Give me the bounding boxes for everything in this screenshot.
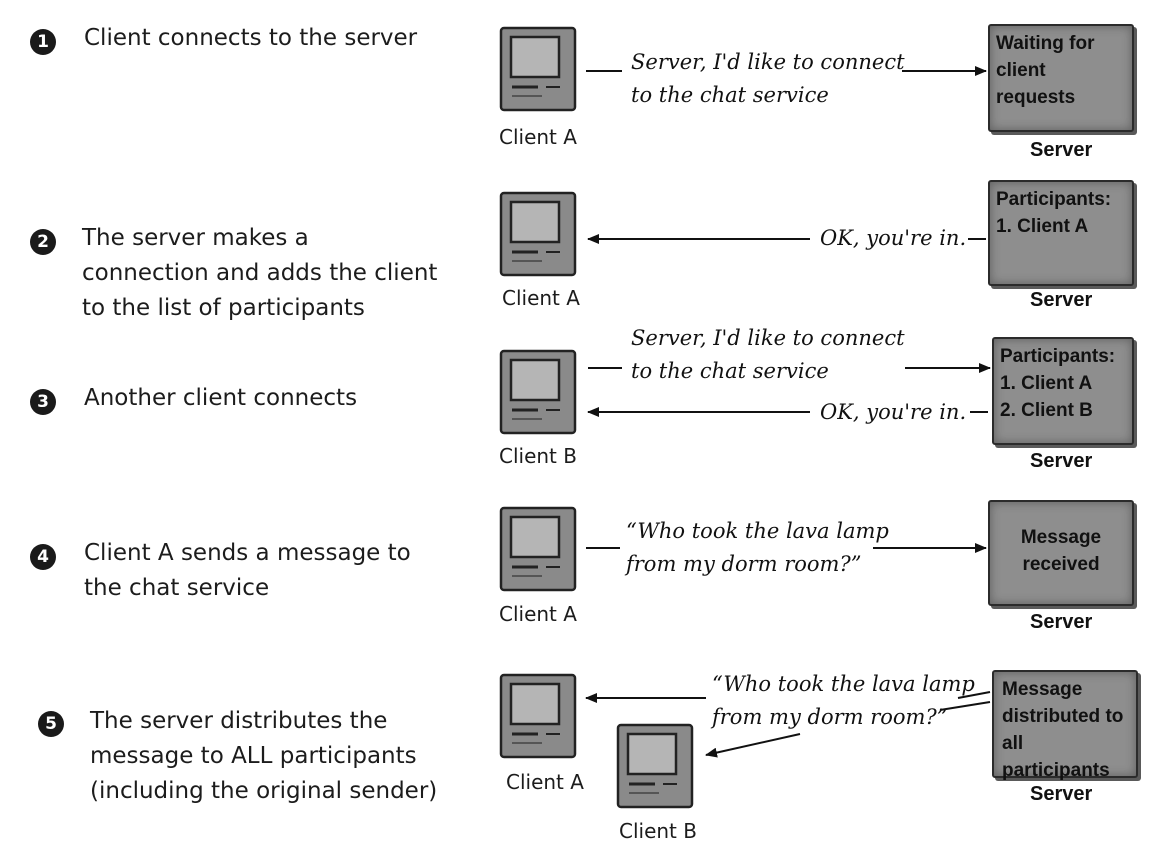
step-number-4: 4 xyxy=(30,544,56,570)
message-lava-lamp: “Who took the lava lamp from my dorm roo… xyxy=(626,519,889,576)
server-label: Server xyxy=(1030,450,1093,472)
client-computer-icon xyxy=(616,723,694,809)
client-computer-icon xyxy=(499,26,577,112)
client-a-label: Client A xyxy=(506,770,584,794)
step-1-text: Client connects to the server xyxy=(84,25,418,51)
server-label: Server xyxy=(1030,139,1093,161)
server-label: Server xyxy=(1030,611,1093,633)
step-5-text: The server distributes the message to AL… xyxy=(90,708,438,804)
server-box-3: Participants: 1. Client A 2. Client B xyxy=(992,337,1134,445)
server-label: Server xyxy=(1030,289,1093,311)
server-box-2: Participants: 1. Client A xyxy=(988,180,1134,286)
server-box-4: Message received xyxy=(988,500,1134,606)
client-a-label: Client A xyxy=(499,125,577,149)
client-b-label: Client B xyxy=(499,444,577,468)
client-computer-icon xyxy=(499,349,577,435)
step-number-1: 1 xyxy=(30,29,56,55)
arrow-line-segment xyxy=(957,691,991,699)
client-a-label: Client A xyxy=(502,286,580,310)
step-number-3: 3 xyxy=(30,389,56,415)
step-2-text: The server makes a connection and adds t… xyxy=(82,225,438,321)
message-connect-request: Server, I'd like to connect to the chat … xyxy=(631,326,905,383)
client-computer-icon xyxy=(499,191,577,277)
server-label: Server xyxy=(1030,783,1093,805)
server-box-1: Waiting for client requests xyxy=(988,24,1134,132)
client-computer-icon xyxy=(499,673,577,759)
step-4-text: Client A sends a message to the chat ser… xyxy=(84,540,411,601)
message-lava-lamp: “Who took the lava lamp from my dorm roo… xyxy=(712,672,975,729)
message-ok-reply: OK, you're in. xyxy=(820,400,967,424)
client-computer-icon xyxy=(499,506,577,592)
server-box-5: Message distributed to all participants xyxy=(992,670,1138,781)
step-number-5: 5 xyxy=(38,711,64,737)
arrow-line-segment xyxy=(939,701,991,711)
step-3-text: Another client connects xyxy=(84,385,358,411)
arrow-to-client-b xyxy=(705,733,801,758)
client-b-label: Client B xyxy=(619,819,697,843)
step-number-2: 2 xyxy=(30,229,56,255)
message-connect-request: Server, I'd like to connect to the chat … xyxy=(631,50,905,107)
client-a-label: Client A xyxy=(499,602,577,626)
message-ok-reply: OK, you're in. xyxy=(820,226,967,250)
